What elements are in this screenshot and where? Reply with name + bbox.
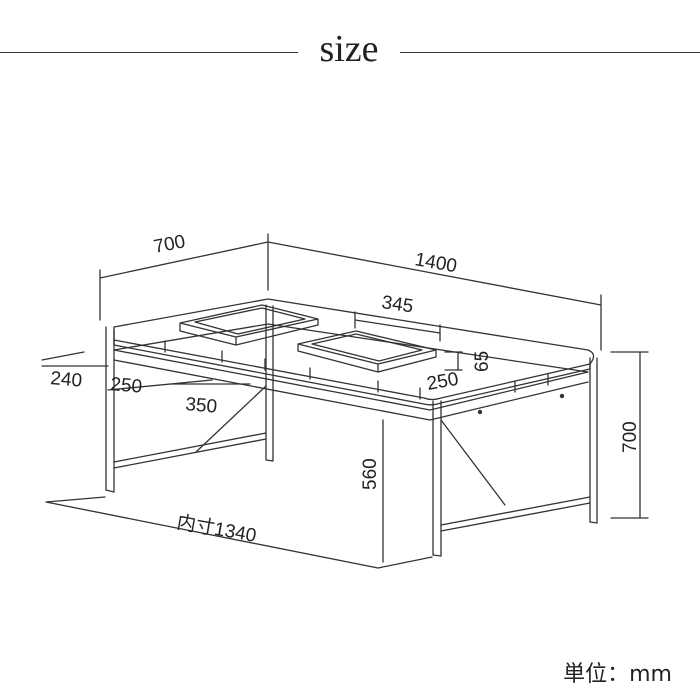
shelf-bolt — [477, 409, 483, 415]
dim-line-tray-width — [354, 311, 441, 342]
dim-line-height — [610, 351, 649, 519]
stretcher-left — [113, 432, 267, 469]
shelf-dividers — [164, 340, 549, 400]
leg-back-left — [265, 304, 274, 462]
dim-line-shelf-width — [107, 379, 251, 391]
tray-left-inner — [194, 307, 306, 335]
dim-tray-width-label: 345 — [380, 292, 414, 317]
page-title: size — [319, 28, 379, 70]
tray-left — [179, 304, 319, 346]
dim-underbar-height-label: 560 — [360, 458, 381, 490]
dim-inner-width-label: 内寸1340 — [175, 511, 258, 547]
unit-label: 単位：mm — [563, 662, 672, 687]
dim-line-depth — [99, 233, 269, 321]
tray-right-inner — [311, 333, 423, 362]
stretcher-right — [440, 496, 591, 532]
header-rule-right — [400, 52, 700, 53]
cross-brace-right — [440, 419, 506, 506]
dim-line-inner-width — [45, 496, 433, 569]
dim-shelf-depth-label: 240 — [50, 368, 83, 392]
leg-front-right — [432, 400, 442, 557]
leg-back-right — [589, 357, 598, 524]
dim-tray-height-label: 65 — [472, 351, 493, 372]
dim-line-shelf-depth — [41, 351, 109, 367]
dim-line-tray-height — [444, 351, 463, 371]
cross-brace-left — [195, 385, 267, 453]
dim-width-label: 1400 — [413, 249, 458, 277]
dim-tray-depth-label: 250 — [425, 369, 460, 395]
dim-height-label: 700 — [620, 421, 641, 453]
header-rule-left — [0, 52, 298, 53]
leg-front-left — [105, 326, 115, 493]
shelf-bolt — [559, 393, 565, 399]
dim-shelf-width-label: 350 — [185, 394, 218, 418]
dim-depth-label: 700 — [152, 231, 187, 258]
tray-right — [297, 330, 437, 373]
dim-line-width — [267, 241, 602, 351]
dim-shelf-depth-front-label: 250 — [110, 374, 143, 398]
